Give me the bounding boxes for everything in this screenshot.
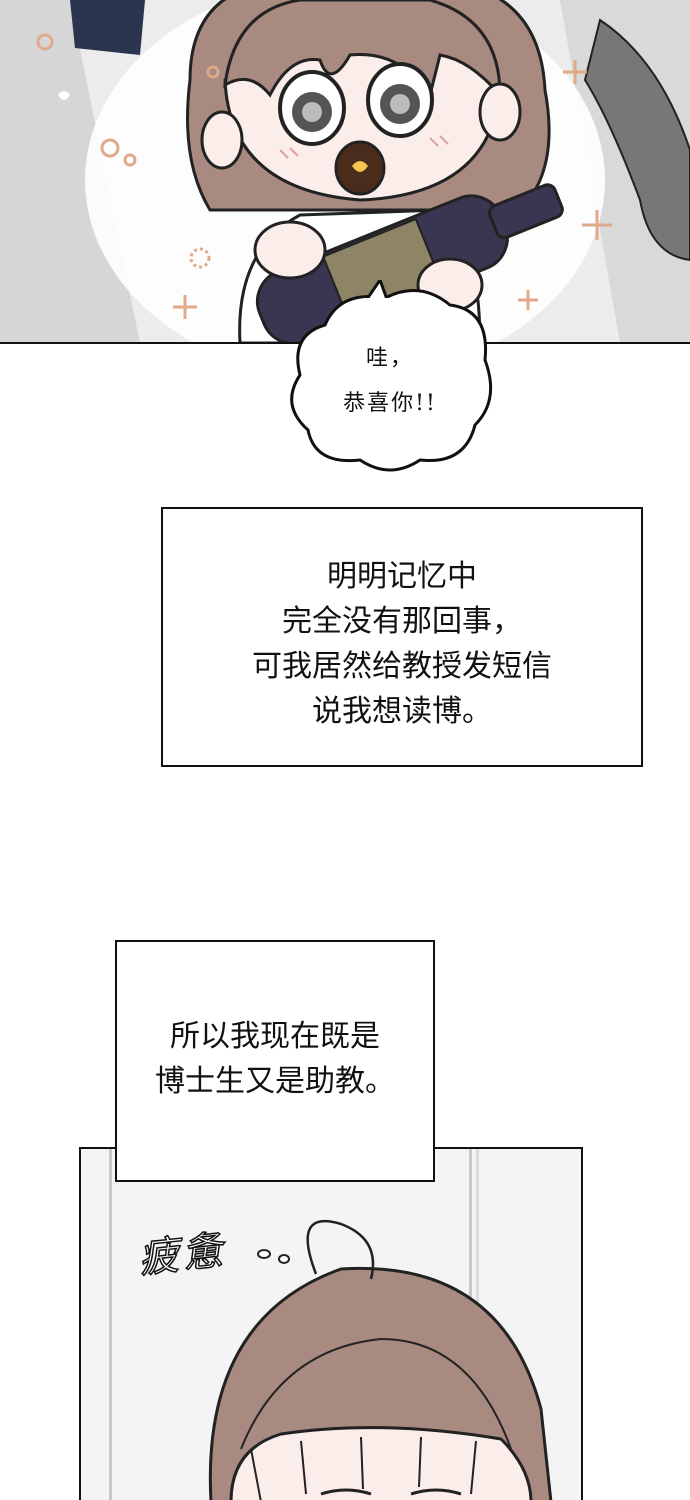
- bottom-panel: [79, 1147, 583, 1500]
- sound-effect-text: 疲惫: [136, 1227, 230, 1283]
- narration-1-line-3: 可我居然给教授发短信: [252, 649, 552, 684]
- speech-bubble: 哇， 恭喜你!!: [280, 280, 500, 480]
- narration-1-line-4: 说我想读博。: [312, 694, 492, 729]
- narration-2-line-1: 所以我现在既是: [170, 1019, 380, 1054]
- tired-girl-illustration: [81, 1149, 581, 1500]
- speech-bubble-shape: [290, 280, 493, 472]
- top-panel: [0, 0, 690, 343]
- narration-box-2: 所以我现在既是 博士生又是助教。: [115, 940, 435, 1182]
- bubble-line-1: 哇，: [365, 346, 414, 371]
- narration-box-1: 明明记忆中 完全没有那回事， 可我居然给教授发短信 说我想读博。: [161, 507, 643, 767]
- narration-2-line-2: 博士生又是助教。: [155, 1064, 395, 1099]
- narration-1-line-2: 完全没有那回事，: [282, 604, 522, 639]
- chibi-illustration: [0, 0, 690, 343]
- bubble-line-2: 恭喜你!!: [343, 391, 437, 416]
- narration-1-line-1: 明明记忆中: [327, 559, 477, 594]
